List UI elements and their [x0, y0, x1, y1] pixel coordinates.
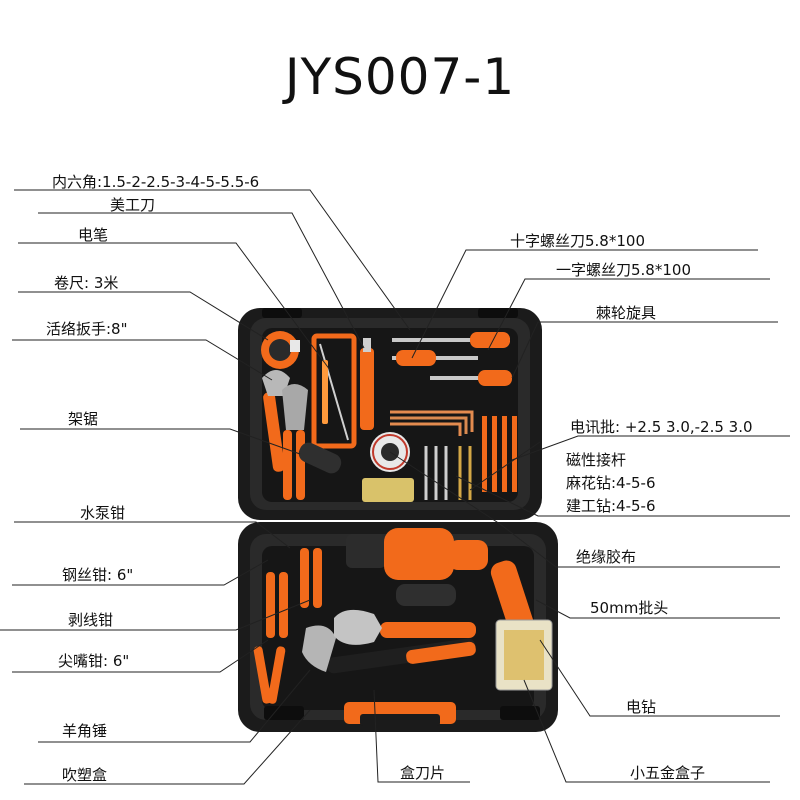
label-combination-plier: 钢丝钳: 6": [62, 566, 134, 584]
label-long-nose-plier: 尖嘴钳: 6": [58, 652, 130, 670]
leader-lines: [0, 189, 790, 785]
small-parts-box-icon: [495, 619, 553, 691]
hacksaw-handle-icon: [298, 442, 342, 474]
hex-key-set-icon: [390, 410, 474, 436]
power-drill-icon: [346, 528, 536, 640]
test-pen-icon: [322, 360, 328, 424]
label-utility-knife: 美工刀: [110, 196, 156, 214]
drill-bit-set-icon: [424, 446, 472, 500]
claw-hammer-icon: [302, 625, 476, 674]
label-adjustable-wrench: 活络扳手:8": [46, 320, 128, 338]
product-model-title: JYS007-1: [284, 48, 516, 106]
label-hacksaw: 架锯: [68, 410, 99, 428]
large-wrench-icon: [334, 609, 476, 645]
label-small-parts-box: 小五金盒子: [630, 764, 706, 782]
bit-holder-row-icon: [362, 478, 414, 502]
label-tape-measure: 卷尺: 3米: [54, 274, 119, 292]
label-water-pump-plier: 水泵钳: [80, 504, 126, 522]
label-phillips-screwdriver: 十字螺丝刀5.8*100: [510, 232, 645, 250]
screwdriver-set-icon: [392, 332, 512, 386]
label-ratchet-driver: 棘轮旋具: [596, 304, 657, 322]
label-magnetic-extension: 磁性接杆: [566, 451, 627, 469]
label-hex-keys: 内六角:1.5-2-2.5-3-4-5-5.5-6: [52, 173, 260, 191]
label-blow-mold-case: 吹塑盒: [62, 766, 108, 784]
tape-measure-icon: [261, 331, 300, 369]
label-masonry-drill: 建工钻:4-5-6: [566, 497, 656, 515]
label-slotted-screwdriver: 一字螺丝刀5.8*100: [556, 261, 691, 279]
label-twist-drill: 麻花钻:4-5-6: [566, 474, 656, 492]
pliers-set-icon: [253, 548, 322, 704]
label-bits: 50mm批头: [590, 599, 669, 617]
label-wire-stripper: 剥线钳: [68, 611, 114, 629]
label-test-pen: 电笔: [78, 226, 109, 244]
precision-screwdriver-set-icon: [482, 416, 517, 492]
label-power-drill: 电钻: [626, 698, 657, 716]
label-precision-screwdrivers: 电讯批: +2.5 3.0,-2.5 3.0: [570, 418, 753, 436]
utility-knife-icon: [360, 338, 374, 430]
label-insulation-tape: 绝缘胶布: [576, 548, 637, 566]
label-claw-hammer: 羊角锤: [62, 722, 108, 740]
label-blade-box: 盒刀片: [400, 764, 446, 782]
